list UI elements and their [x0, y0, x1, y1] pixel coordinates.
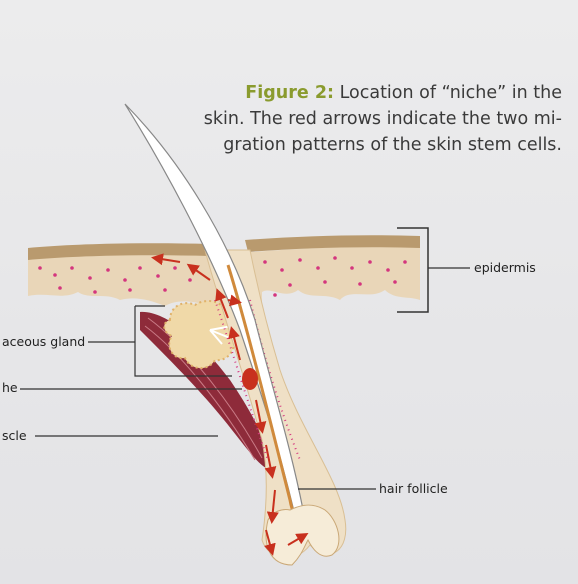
label-epidermis: epidermis: [474, 260, 536, 275]
follicle-bulb: [266, 505, 339, 565]
label-muscle: scle: [2, 428, 27, 443]
label-niche: he: [2, 380, 18, 395]
label-hair-follicle: hair follicle: [379, 481, 448, 496]
label-sebaceous-gland: aceous gland: [2, 334, 85, 349]
niche-marker: [242, 368, 258, 390]
